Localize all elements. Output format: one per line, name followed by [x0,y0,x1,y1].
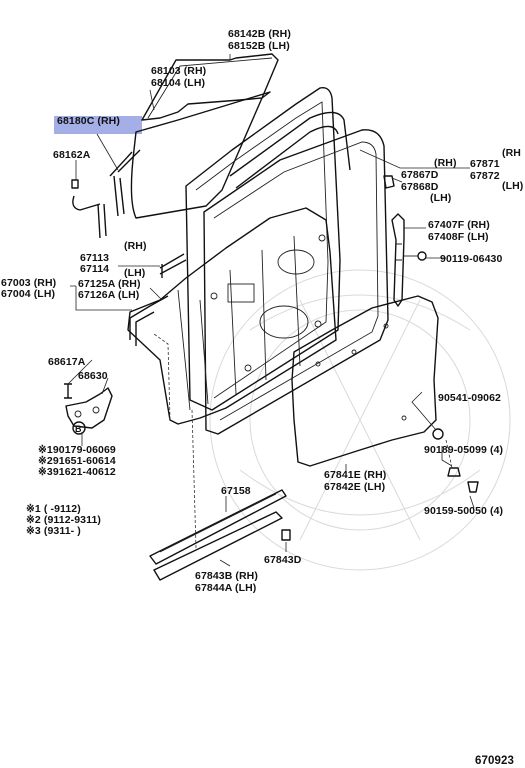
label-68617A: 68617A [48,356,86,368]
label-67871-rh-tag: (RH) [434,157,457,169]
callout-b-circle [72,421,86,435]
label-67871: 67871 [470,158,500,170]
label-67113: 67113 [80,252,109,264]
bolt-90119[interactable] [417,251,427,261]
label-67843B: 67843B (RH) [195,570,258,582]
note-2: ※2 (9112-9311) [26,514,101,526]
scuff-67158[interactable] [149,489,287,565]
clip-67867D[interactable] [383,175,395,189]
door-panel-67003[interactable] [127,207,337,425]
label-68104: 68104 (LH) [151,77,205,89]
bolt-90189[interactable] [447,467,461,477]
highlight-box[interactable] [54,116,142,134]
label-90541: 90541-09062 [438,392,501,404]
label-star1: ※190179-06069 [38,444,116,456]
label-67872-lh-right: (LH) [502,180,523,192]
label-67842E: 67842E (LH) [324,481,385,493]
seal-67125A[interactable] [129,295,169,346]
belt-moulding-67113[interactable] [159,253,187,278]
label-67843D: 67843D [264,554,302,566]
label-67158: 67158 [221,485,251,497]
label-68180C: 68180C (RH) [57,115,120,127]
label-67867D: 67867D [401,169,439,181]
channel-68162A[interactable] [97,149,141,239]
label-67114: 67114 [80,263,109,275]
watermark [209,269,511,571]
label-68152B: 68152B (LH) [228,40,290,52]
label-67003: 67003 (RH) [1,277,56,289]
label-67126A: 67126A (LH) [78,289,139,301]
bolt-68617A[interactable] [64,383,72,399]
glass-run-68142B[interactable] [141,53,279,121]
label-67113-rh: (RH) [124,240,147,252]
label-67871-rh-right: (RH [502,147,521,159]
label-90159: 90159-50050 (4) [424,505,503,517]
label-67125A: 67125A (RH) [78,278,141,290]
label-67868D: 67868D [401,181,439,193]
label-90189: 90189-05099 (4) [424,444,503,456]
label-67114-lh: (LH) [124,267,145,279]
service-hole-cover-67841E[interactable] [291,295,439,467]
clip-67843D[interactable] [281,529,291,541]
label-68162A: 68162A [53,149,91,161]
label-68142B: 68142B (RH) [228,28,291,40]
label-67841E: 67841E (RH) [324,469,386,481]
weatherstrip-67871[interactable] [185,87,341,411]
diagram-id: 670923 [475,755,514,767]
note-3: ※3 (9311- ) [26,525,81,537]
nut-90541[interactable] [432,428,444,440]
label-star3: ※391621-40612 [38,466,116,478]
weatherstrip-67867D[interactable] [229,111,351,189]
label-67004: 67004 (LH) [1,288,55,300]
label-90119: 90119-06430 [440,253,502,265]
label-67407F: 67407F (RH) [428,219,490,231]
weatherstrip-67843B[interactable] [153,511,283,581]
outer-weatherstrip[interactable] [203,129,389,435]
label-67844A: 67844A (LH) [195,582,256,594]
label-67872: 67872 [470,170,500,182]
label-68103: 68103 (RH) [151,65,206,77]
label-67868D-lh: (LH) [430,192,451,204]
note-1: ※1 ( -9112) [26,503,81,515]
label-star2: ※291651-60614 [38,455,116,467]
hinge-68630[interactable] [65,387,113,429]
label-67408F: 67408F (LH) [428,231,489,243]
bolt-90159[interactable] [467,481,479,493]
label-68630: 68630 [78,370,108,382]
label-circle-b: B [75,424,82,434]
door-glass-68103[interactable] [130,91,271,219]
